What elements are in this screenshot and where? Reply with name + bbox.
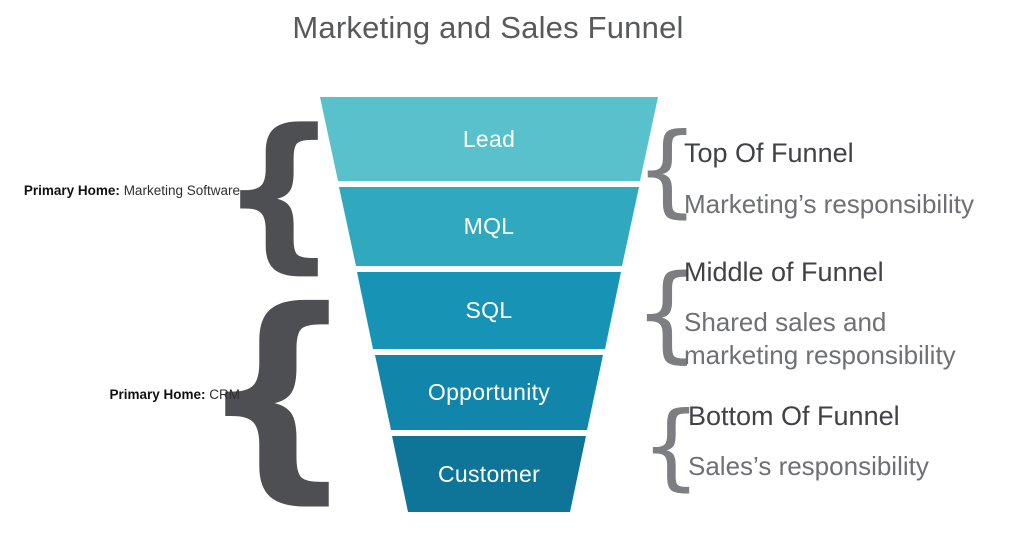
left-annotation-prefix: Primary Home: — [23, 183, 120, 198]
funnel-stage-label: MQL — [463, 213, 515, 239]
funnel-stage-customer: Customer — [392, 436, 586, 512]
left-brace-crm-icon: { — [197, 262, 357, 523]
funnel: Lead MQL SQL Opportunity Customer — [320, 97, 658, 512]
funnel-stage-label: Lead — [462, 125, 516, 152]
funnel-stage-sql: SQL — [357, 272, 621, 349]
left-annotation-value: Marketing Software — [119, 183, 240, 198]
page-title: Marketing and Sales Funnel — [292, 10, 684, 45]
middle-of-funnel-heading: Middle of Funnel — [684, 257, 884, 287]
funnel-stage-label: Customer — [437, 460, 541, 487]
funnel-stage-mql: MQL — [339, 187, 639, 266]
funnel-stage-label: Opportunity — [427, 379, 551, 405]
left-annotation-crm: Primary Home: CRM — [8, 387, 240, 403]
bottom-of-funnel-heading: Bottom Of Funnel — [688, 401, 900, 431]
right-brace-bottom-of-funnel-icon: { — [641, 392, 701, 501]
left-annotation-value: CRM — [205, 387, 240, 402]
top-of-funnel-subtext: Marketing’s responsibility — [684, 189, 974, 219]
middle-of-funnel-subtext: Shared sales and marketing responsibilit… — [684, 307, 956, 371]
top-of-funnel-heading: Top Of Funnel — [684, 138, 854, 168]
funnel-stage-label: SQL — [465, 297, 513, 323]
funnel-stage-lead: Lead — [320, 97, 658, 181]
bottom-of-funnel-subtext: Sales’s responsibility — [688, 451, 929, 481]
left-brace-marketing-software-icon: { — [219, 93, 339, 289]
left-annotation-marketing-software: Primary Home: Marketing Software — [8, 183, 240, 199]
right-brace-top-of-funnel-icon: { — [635, 111, 699, 228]
right-brace-middle-of-funnel-icon: { — [633, 252, 701, 374]
left-annotation-prefix: Primary Home: — [109, 387, 206, 402]
funnel-stage-opportunity: Opportunity — [375, 355, 603, 430]
